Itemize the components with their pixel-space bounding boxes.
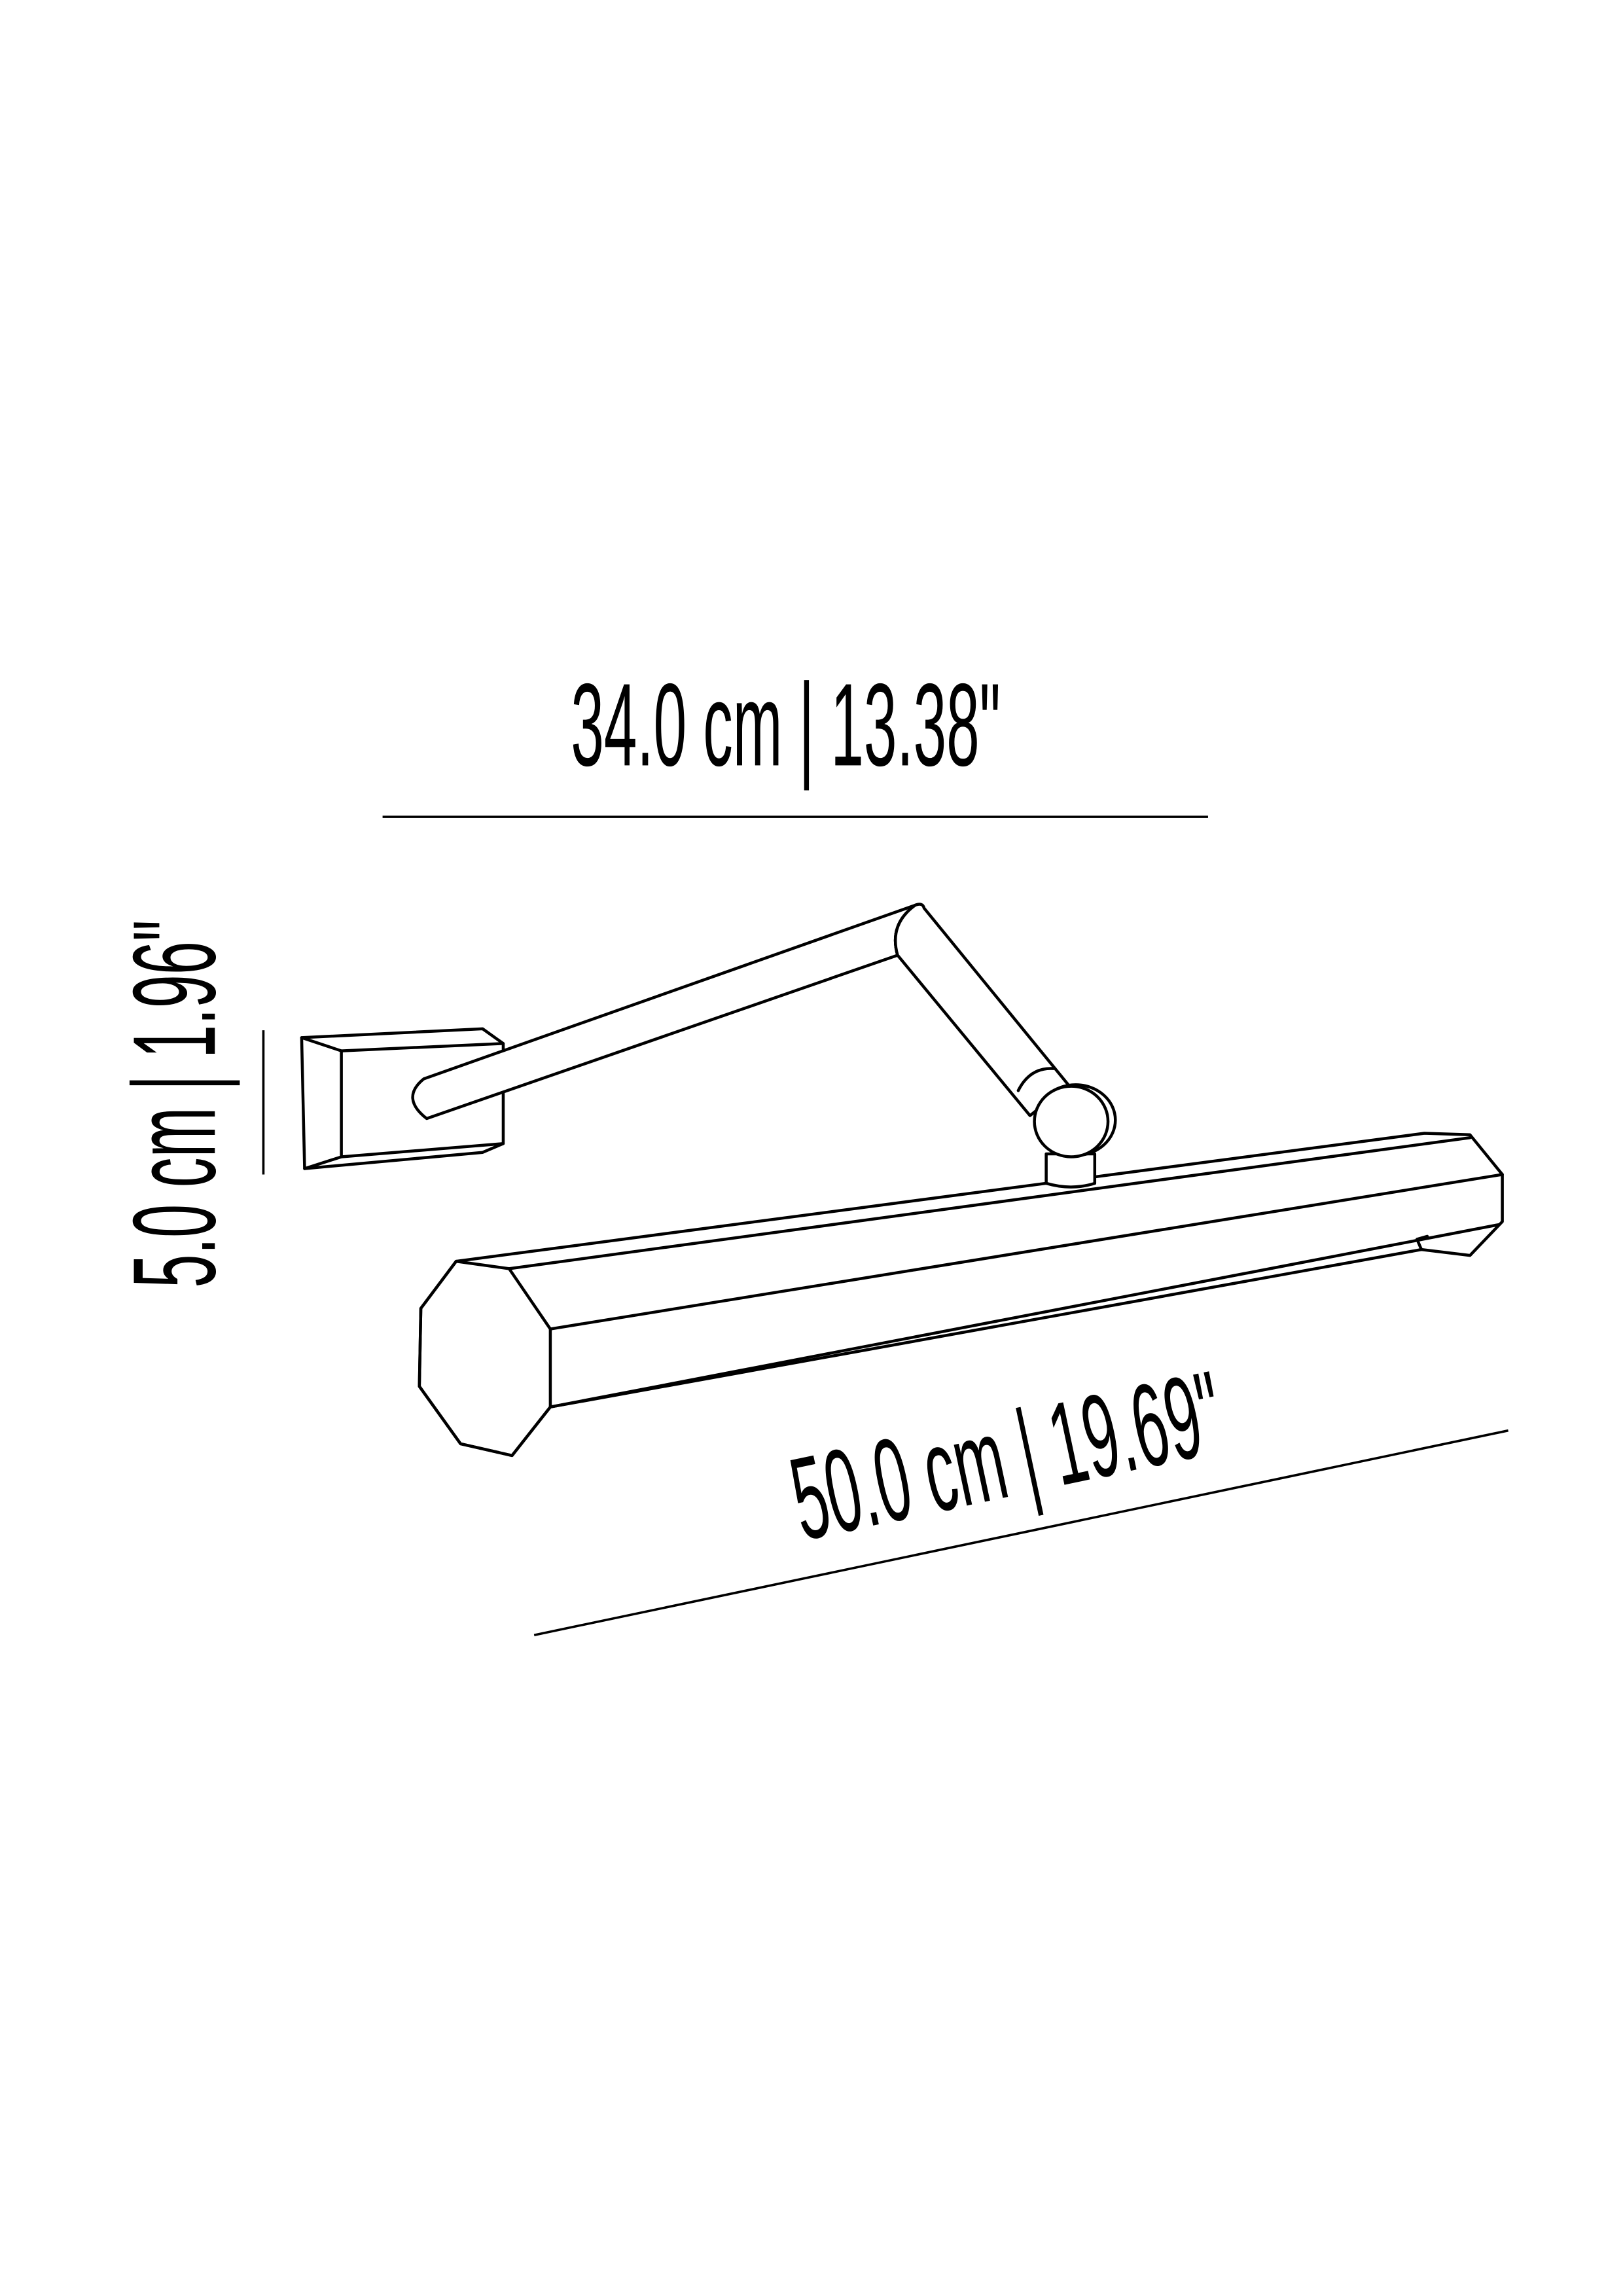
width-dimension-label: 34.0 cm | 13.38" (571, 659, 1001, 791)
upper-arm (411, 903, 917, 1121)
height-dimension-label: 5.0 cm | 1.96" (109, 920, 240, 1287)
length-dimension-line (533, 1429, 1508, 1636)
bar-end-cap (418, 1259, 552, 1458)
length-dimension-label: 50.0 cm | 19.69" (780, 1346, 1234, 1566)
light-bar (418, 1132, 1504, 1458)
wall-plate (300, 1027, 505, 1170)
swivel-joint (1033, 1083, 1117, 1189)
lower-arm (894, 903, 1070, 1117)
